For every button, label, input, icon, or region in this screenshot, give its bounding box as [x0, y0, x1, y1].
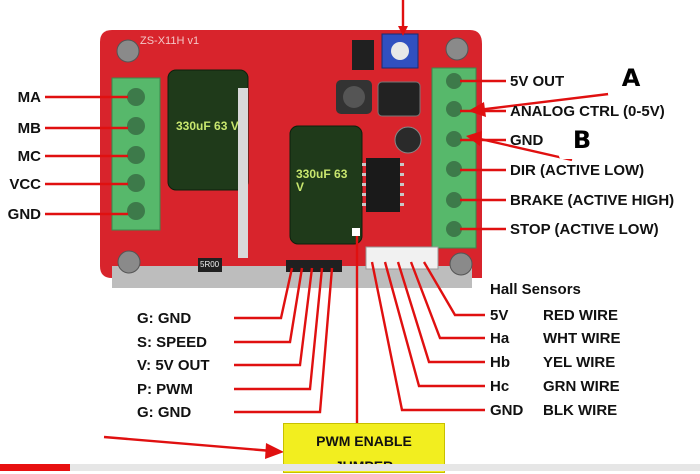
hall-wire-yel: YEL WIRE	[543, 354, 616, 371]
capacitor-2-label: 330uF 63 V	[296, 167, 348, 195]
small-capacitor-2	[394, 126, 422, 154]
pin-label-v-5v-out: V: 5V OUT	[137, 357, 210, 374]
jumper-pads	[352, 228, 360, 236]
ic-chip	[366, 158, 400, 212]
signal-header	[286, 260, 342, 272]
resistor-label: 5R00	[200, 260, 220, 269]
hall-connector	[365, 246, 439, 270]
arrow-heads	[265, 26, 486, 459]
terminal-label-vcc: VCC	[9, 176, 41, 193]
hall-wire-grn: GRN WIRE	[543, 378, 620, 395]
mount-screw-tl	[116, 39, 140, 63]
terminal-label-gnd: GND	[7, 206, 41, 223]
pin-label-g-gnd-2: G: GND	[137, 404, 192, 421]
hall-pin-5v: 5V	[490, 307, 509, 324]
callout-b: B	[559, 121, 605, 159]
pin-label-s-speed: S: SPEED	[137, 334, 208, 351]
terminal-label-mb: MB	[17, 120, 41, 137]
mount-screw-tr	[445, 37, 469, 61]
pin-label-g-gnd-1: G: GND	[137, 310, 192, 327]
terminal-label-brake: BRAKE (ACTIVE HIGH)	[510, 192, 675, 209]
hall-wire-blk: BLK WIRE	[543, 402, 618, 419]
terminal-label-stop: STOP (ACTIVE LOW)	[510, 221, 659, 238]
annotation-lines	[45, 0, 626, 453]
hall-pin-gnd: GND	[490, 402, 524, 419]
callout-a: A	[608, 59, 654, 97]
hall-wire-wht: WHT WIRE	[543, 330, 621, 347]
terminal-label-gnd-right: GND	[510, 132, 544, 149]
hall-pin-ha: Ha	[490, 330, 510, 347]
video-progress-fill	[0, 464, 70, 471]
hall-sensors-title: Hall Sensors	[490, 281, 581, 298]
hall-wire-red: RED WIRE	[543, 307, 618, 324]
silkscreen-label: ZS-X11H v1	[140, 35, 200, 47]
video-progress-bar[interactable]	[0, 464, 700, 471]
mosfet	[352, 40, 374, 70]
right-terminal-block	[431, 67, 477, 249]
mount-screw-br	[449, 252, 473, 276]
terminal-label-ma: MA	[17, 89, 41, 106]
heatsink-rail	[238, 88, 248, 258]
hall-pin-hb: Hb	[490, 354, 510, 371]
capacitor-1-label: 330uF 63 V	[176, 119, 239, 133]
mount-screw-bl	[117, 250, 141, 274]
terminal-label-mc: MC	[17, 148, 41, 165]
terminal-label-analog-ctrl: ANALOG CTRL (0-5V)	[510, 103, 665, 120]
hall-pin-hc: Hc	[490, 378, 510, 395]
pin-label-p-pwm: P: PWM	[137, 381, 193, 398]
small-capacitor	[377, 81, 421, 117]
smd-resistor	[198, 258, 222, 272]
terminal-label-5v-out: 5V OUT	[510, 73, 565, 90]
terminal-label-dir: DIR (ACTIVE LOW)	[510, 162, 645, 179]
jumper-label-line-1: PWM ENABLE	[316, 433, 412, 449]
